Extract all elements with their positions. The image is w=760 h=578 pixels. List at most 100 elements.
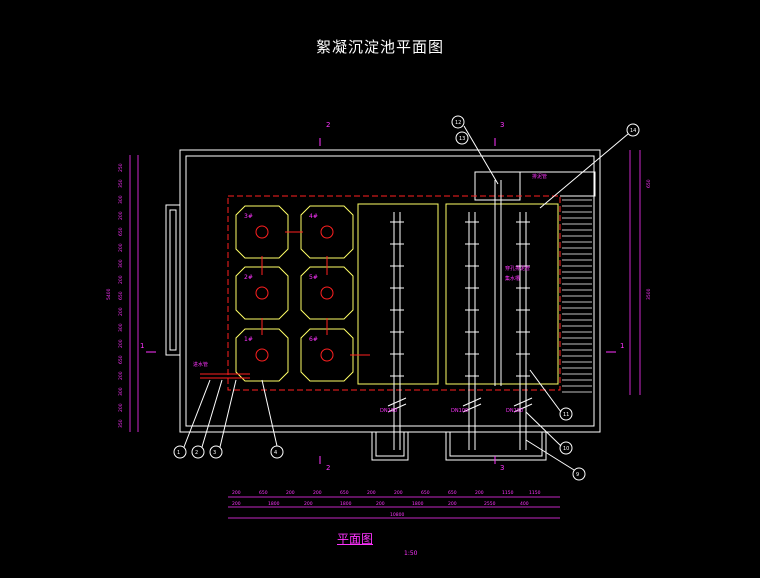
label-sludge-outlet: 排泥管 <box>532 173 547 180</box>
section-mark-bottom-left: 2 <box>326 464 330 472</box>
label-pipe-a: DN100 <box>380 408 397 414</box>
pipes <box>393 180 527 450</box>
dim-bottom-row2: 200 <box>232 501 241 507</box>
dim-left: 650 <box>118 227 124 236</box>
tank-center-icon <box>320 225 334 239</box>
sedimentation-zone <box>357 203 559 385</box>
dim-bottom-row2: 2550 <box>484 501 496 507</box>
drawing-title: 絮凝沉淀池平面图 <box>315 38 444 56</box>
dim-bottom-row1: 650 <box>448 490 457 496</box>
tank-label: 2# <box>244 274 253 281</box>
tank-outline <box>300 205 354 259</box>
tank-label: 5# <box>309 274 318 281</box>
flow-arrows <box>200 231 370 379</box>
callout-leader <box>539 133 629 209</box>
section-mark-bottom-right: 3 <box>500 464 504 472</box>
pipe-break <box>387 397 407 407</box>
callout-number: 13 <box>459 136 465 142</box>
tank-center-icon <box>255 225 269 239</box>
callout-circle <box>173 445 187 459</box>
label-inlet: 进水管 <box>193 361 208 368</box>
callout-number: 10 <box>563 446 569 452</box>
callout-circle <box>455 131 469 145</box>
section-mark-top-right: 3 <box>500 121 504 129</box>
hidden-boundary <box>227 195 561 391</box>
dim-bottom-row2: 1800 <box>268 501 280 507</box>
section-mark-lines <box>146 138 616 464</box>
dim-bottom-total: 10800 <box>390 512 404 518</box>
pipe-break <box>513 403 533 413</box>
pipe-break <box>462 403 482 413</box>
dim-bottom-row2: 400 <box>520 501 529 507</box>
dim-left-total: 5400 <box>106 288 112 300</box>
dim-left: 300 <box>118 323 124 332</box>
callout-leader <box>183 379 211 448</box>
section-marks: 2 3 2 3 1 1 <box>140 121 624 472</box>
callout-number: 11 <box>563 412 569 418</box>
tank-center-icon <box>320 286 334 300</box>
dim-right: 650 <box>646 179 652 188</box>
dim-bottom-row1: 200 <box>313 490 322 496</box>
callout-circle <box>209 445 223 459</box>
callout-circle <box>451 115 465 129</box>
dim-bottom-row1: 650 <box>340 490 349 496</box>
dim-bottom-row2: 1800 <box>412 501 424 507</box>
tank-outline <box>300 266 354 320</box>
callout-circle <box>559 441 573 455</box>
tank-center-icon <box>255 348 269 362</box>
flocculation-tanks: 1#2#3#4#5#6# <box>235 205 354 382</box>
section-mark-top-left: 2 <box>326 121 330 129</box>
dim-left: 200 <box>118 243 124 252</box>
inclined-plate-hatch <box>562 199 592 393</box>
callout-number: 1 <box>177 450 180 456</box>
dim-bottom-row2: 1800 <box>340 501 352 507</box>
dimension-lines <box>129 150 641 519</box>
callout-leader <box>201 379 223 448</box>
dim-bottom-row1: 200 <box>232 490 241 496</box>
dim-bottom-row2: 200 <box>304 501 313 507</box>
tank-outline <box>235 205 289 259</box>
pipe-ticks <box>387 221 533 413</box>
label-launder: 集水槽 <box>505 275 520 282</box>
tank-outline <box>300 328 354 382</box>
tank-label: 1# <box>244 336 253 343</box>
dim-bottom-row1: 650 <box>259 490 268 496</box>
tank-outline <box>235 328 289 382</box>
dim-bottom-row1: 200 <box>286 490 295 496</box>
dim-bottom-row2: 200 <box>376 501 385 507</box>
dim-bottom-row1: 200 <box>475 490 484 496</box>
dim-left: 300 <box>118 259 124 268</box>
label-perforated-pipe: 穿孔排泥管 <box>505 265 530 272</box>
dim-left: 650 <box>118 355 124 364</box>
tank-label: 3# <box>244 213 253 220</box>
tank-center-icon <box>320 348 334 362</box>
dim-left: 200 <box>118 307 124 316</box>
callout-number: 2 <box>195 450 198 456</box>
dim-bottom-row2: 200 <box>448 501 457 507</box>
callout-leader <box>219 379 237 448</box>
section-mark-right: 1 <box>620 342 624 350</box>
dim-left: 300 <box>118 195 124 204</box>
callout-circle <box>572 467 586 481</box>
dim-left: 200 <box>118 211 124 220</box>
callout-circle <box>626 123 640 137</box>
callout-leader <box>529 369 562 413</box>
outer-walls <box>165 149 601 461</box>
section-mark-left: 1 <box>140 342 144 350</box>
label-pipe-c: DN100 <box>506 408 523 414</box>
dim-bottom-row1: 1150 <box>529 490 541 496</box>
callout-number: 12 <box>455 120 461 126</box>
dim-left: 300 <box>118 387 124 396</box>
tank-label: 4# <box>309 213 318 220</box>
dim-left: 350 <box>118 419 124 428</box>
tank-outline <box>235 266 289 320</box>
plan-subtitle: 平面图 <box>337 532 374 546</box>
callout-leader <box>463 125 499 185</box>
callout-leader <box>261 379 278 447</box>
callout-number: 4 <box>274 450 277 456</box>
pipe-break <box>513 397 533 407</box>
